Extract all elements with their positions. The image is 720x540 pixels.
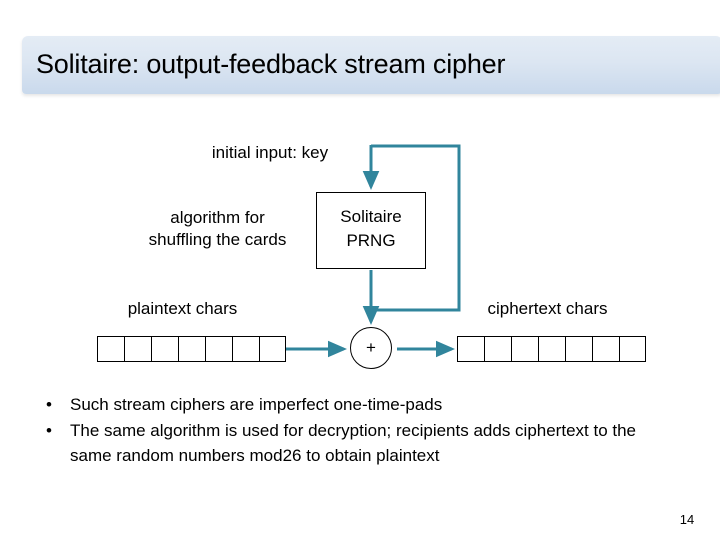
bullet-marker-icon: •	[46, 421, 52, 440]
plaintext-cell	[151, 336, 178, 362]
ciphertext-cell	[511, 336, 538, 362]
plaintext-cell	[259, 336, 286, 362]
ciphertext-label: ciphertext chars	[487, 299, 608, 318]
initial-input-label: initial input: key	[211, 143, 329, 162]
bullet-list: • Such stream ciphers are imperfect one-…	[30, 392, 680, 469]
plaintext-cell	[205, 336, 232, 362]
slide-number: 14	[679, 512, 695, 527]
prng-label-line2: PRNG	[346, 231, 396, 250]
algorithm-label-line2: shuffling the cards	[148, 230, 287, 249]
algorithm-label: algorithm for shuffling the cards	[120, 207, 315, 251]
ciphertext-cell	[484, 336, 511, 362]
adder-circle	[350, 327, 392, 369]
ciphertext-cell	[565, 336, 592, 362]
bullet-marker-icon: •	[46, 395, 52, 414]
ciphertext-cells	[457, 336, 646, 362]
bullet-text: Such stream ciphers are imperfect one-ti…	[70, 395, 443, 414]
prng-label: Solitaire PRNG	[316, 205, 426, 253]
ciphertext-cell	[592, 336, 619, 362]
ciphertext-cell	[457, 336, 484, 362]
plaintext-cell	[178, 336, 205, 362]
ciphertext-cell	[538, 336, 565, 362]
plaintext-cells	[97, 336, 286, 362]
plaintext-cell	[97, 336, 124, 362]
list-item: • The same algorithm is used for decrypt…	[30, 418, 680, 468]
plaintext-label: plaintext chars	[127, 299, 238, 318]
prng-box	[316, 192, 426, 269]
ciphertext-cell	[619, 336, 646, 362]
plaintext-cell	[124, 336, 151, 362]
bullet-text: The same algorithm is used for decryptio…	[70, 421, 637, 465]
prng-label-line1: Solitaire	[340, 207, 402, 226]
adder-symbol: +	[366, 338, 376, 357]
algorithm-label-line1: algorithm for	[170, 208, 265, 227]
plaintext-cell	[232, 336, 259, 362]
page-title: Solitaire: output-feedback stream cipher	[36, 49, 506, 79]
title-banner	[22, 36, 720, 94]
list-item: • Such stream ciphers are imperfect one-…	[30, 392, 680, 417]
